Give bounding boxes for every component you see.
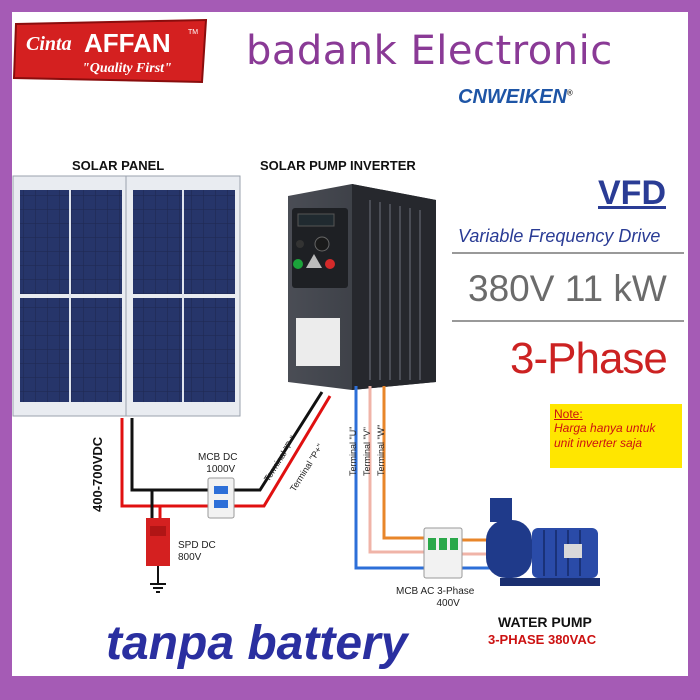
spd-label-1: SPD DC bbox=[178, 540, 216, 551]
mcb-ac-breaker bbox=[423, 527, 463, 579]
mcb-ac-label-1: MCB AC 3-Phase bbox=[396, 586, 475, 597]
spd-label: SPD DC 800V bbox=[178, 540, 216, 564]
mcb-dc-breaker bbox=[207, 477, 235, 519]
water-pump-label: WATER PUMP bbox=[498, 614, 592, 630]
badge-name-part1: Cinta bbox=[26, 33, 72, 55]
note-title: Note: bbox=[554, 407, 583, 421]
phase-label: 3-Phase bbox=[510, 334, 668, 383]
water-pump bbox=[486, 498, 600, 586]
registered-mark: ® bbox=[566, 88, 573, 98]
partner-brand: CNWEIKEN® bbox=[458, 86, 573, 109]
store-title: badank Electronic bbox=[246, 28, 613, 74]
mcb-dc-label-1: MCB DC bbox=[198, 452, 238, 463]
spd-label-2: 800V bbox=[178, 552, 202, 563]
mcb-ac-label: MCB AC 3-Phase 400V bbox=[396, 586, 474, 610]
badge-tm: TM bbox=[188, 29, 198, 36]
terminal-v-label: Terminal "V" bbox=[362, 427, 372, 476]
divider-top bbox=[452, 252, 684, 254]
spd-surge-protector bbox=[146, 518, 170, 593]
note-line-2: unit inverter saja bbox=[554, 436, 643, 450]
mcb-ac-label-2: 400V bbox=[436, 598, 460, 609]
mcb-dc-label: MCB DC 1000V bbox=[198, 452, 237, 476]
solar-panel-array bbox=[12, 175, 241, 417]
partner-brand-text: CNWEIKEN bbox=[458, 86, 567, 108]
water-pump-spec: 3-PHASE 380VAC bbox=[488, 632, 597, 647]
power-spec: 380V 11 kW bbox=[468, 268, 667, 309]
terminal-u-label: Terminal "U" bbox=[348, 426, 358, 476]
mcb-dc-label-2: 1000V bbox=[206, 464, 236, 475]
divider-bottom bbox=[452, 320, 684, 322]
note-line-1: Harga hanya untuk bbox=[554, 421, 656, 435]
terminal-w-label: Terminal "W" bbox=[376, 424, 386, 476]
cinta-affan-logo: Cinta AFFAN TM "Quality First" bbox=[12, 18, 208, 84]
inverter-label: SOLAR PUMP INVERTER bbox=[260, 158, 416, 173]
vfd-inverter bbox=[288, 184, 436, 390]
badge-tagline: "Quality First" bbox=[82, 61, 172, 76]
price-note: Note: Harga hanya untuk unit inverter sa… bbox=[550, 404, 682, 468]
badge-name-part2: AFFAN bbox=[84, 28, 171, 58]
solar-panel-label: SOLAR PANEL bbox=[72, 158, 165, 173]
vfd-fullname: Variable Frequency Drive bbox=[458, 226, 661, 246]
dc-voltage-label: 400-700VDC bbox=[90, 436, 105, 512]
vfd-abbr: VFD bbox=[598, 174, 666, 212]
footer-tagline: tanpa battery bbox=[106, 617, 408, 670]
